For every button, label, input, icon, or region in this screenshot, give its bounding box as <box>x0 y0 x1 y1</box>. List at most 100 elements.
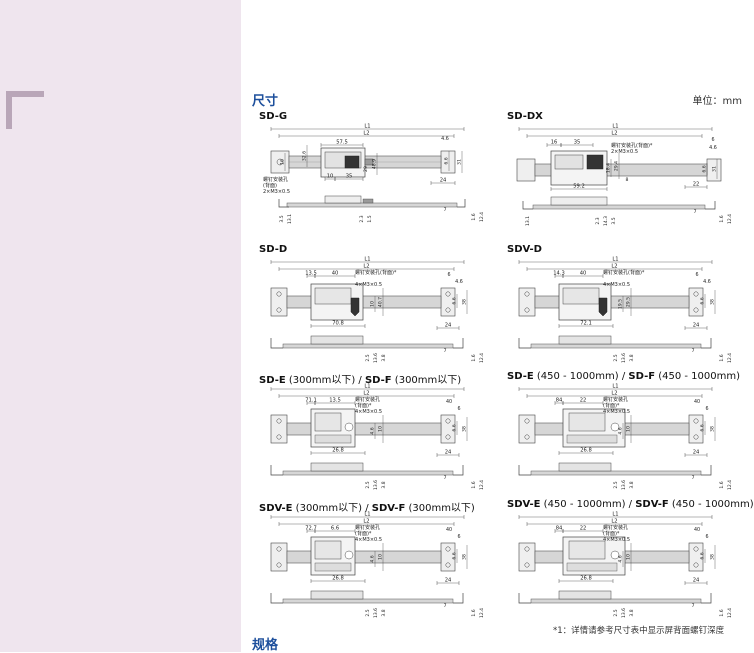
dimension-value: 12.4 <box>479 212 485 222</box>
display-cover <box>598 297 608 317</box>
dimension-value: 12.4 <box>479 353 485 363</box>
dimension-value: 3.8 <box>381 354 387 361</box>
mount-hole <box>445 307 451 313</box>
diagram-title-part: SDV-F <box>371 503 406 514</box>
mount-hole <box>276 158 284 166</box>
dimension-value: 1.6 <box>719 354 725 361</box>
side-view-bar <box>530 343 702 349</box>
diagram-title-part: (450 - 1000mm) / <box>533 371 629 382</box>
dimension-value: 14.3 <box>603 216 609 226</box>
corner-mark-vertical <box>6 91 12 129</box>
display-window <box>314 412 342 432</box>
scale-bar <box>286 295 442 309</box>
display-window <box>554 154 584 170</box>
end-bracket <box>270 287 288 317</box>
section-title-specs: 规格 <box>252 638 279 653</box>
diagram-title-part: SDV-E <box>507 499 541 510</box>
annotation-text: 螺钉安装孔 <box>355 396 380 403</box>
side-view-head <box>310 590 364 600</box>
diagram-title-part: SD-F <box>628 371 656 382</box>
dimension-value: 1.5 <box>367 215 373 222</box>
annotation-text: (背面)* <box>355 530 372 537</box>
diagram-title-part: SDV-F <box>635 499 669 510</box>
dimension-value: 40.7 <box>378 297 384 307</box>
diagram-title-part: (450 - 1000mm) <box>668 499 754 510</box>
end-bracket <box>518 287 536 317</box>
dimension-value: 38 <box>710 299 716 305</box>
side-view-head <box>558 335 612 345</box>
mount-hole <box>276 418 282 424</box>
dimension-value: 59.2 <box>573 184 585 190</box>
dimension-value: 24 <box>693 578 700 584</box>
dimension-value: 6.6 <box>452 424 458 431</box>
connector <box>364 158 374 166</box>
dimension-value: 57.5 <box>336 140 348 146</box>
side-view-bracket <box>270 593 283 604</box>
dimension-value: 2.3 <box>359 215 365 222</box>
dimension-value: 6 <box>447 272 450 278</box>
dimension-value: 38 <box>710 554 716 560</box>
dimension-value: 72.7 <box>305 526 317 532</box>
dimension-value: 13.6 <box>621 353 627 363</box>
dimension-value: L2 <box>611 391 617 397</box>
side-view-bar <box>282 470 454 476</box>
annotation-text: (背面) <box>263 182 277 189</box>
dimension-value: 3.8 <box>381 481 387 488</box>
dimension-value: 2.5 <box>365 609 371 616</box>
side-view-head <box>558 462 612 472</box>
dimension-value: 12.4 <box>727 608 733 618</box>
dimension-value: 1.6 <box>471 481 477 488</box>
side-view-bracket <box>701 338 712 349</box>
dimension-value: 35 <box>346 174 353 180</box>
mount-hole <box>276 291 282 297</box>
dimension-value: 40 <box>332 271 339 277</box>
dimension-value: 4.6 <box>441 136 449 142</box>
dimension-value: 38 <box>462 554 468 560</box>
dimension-value: 84 <box>556 398 563 404</box>
dimension-value: 1.6 <box>719 215 725 222</box>
display-window <box>314 540 342 560</box>
dimension-value: 7 <box>444 207 447 213</box>
dimension-value: 13.1 <box>287 214 293 224</box>
dimension-value: 6 <box>711 137 714 143</box>
side-view-bracket <box>453 465 464 476</box>
side-view-bar <box>286 202 458 208</box>
annotation-text: 螺钉安装孔(背面)* <box>603 269 645 276</box>
annotation-text: 4×M3×0.5 <box>603 409 630 415</box>
dimension-value: 12.4 <box>479 608 485 618</box>
diagram-title: SD-E (450 - 1000mm) / SD-F (450 - 1000mm… <box>507 371 740 382</box>
diagram-title-part: SD-E <box>507 371 534 382</box>
corner-mark <box>6 91 44 97</box>
dimension-value: 38 <box>462 299 468 305</box>
annotation-text: 4×M3×0.5 <box>603 537 630 543</box>
diagram-title: SDV-E (450 - 1000mm) / SDV-F (450 - 1000… <box>507 499 754 510</box>
diagram-title: SDV-E (300mm以下) / SDV-F (300mm以下) <box>259 499 475 514</box>
dimension-value: 22 <box>580 398 587 404</box>
dimension-value: 16 <box>551 140 558 146</box>
dimension-value: 10 <box>327 174 334 180</box>
mount-hole <box>276 307 282 313</box>
button-row <box>566 434 618 444</box>
dimension-value: 6 <box>457 534 460 540</box>
dimension-value: 6.6 <box>700 552 706 559</box>
dimension-value: 2.3 <box>595 217 601 224</box>
diagram-title-part: SD-G <box>259 111 288 122</box>
dimension-value: L2 <box>363 519 369 525</box>
panel-sdv-e-1000: SDV-E (450 - 1000mm) / SDV-F (450 - 1000… <box>507 499 754 618</box>
mount-hole <box>693 307 699 313</box>
annotation-text: 4×M3×0.5 <box>355 537 382 543</box>
dimension-value: L2 <box>363 391 369 397</box>
dimension-value: 48.9 <box>372 159 378 169</box>
dimension-value: 38 <box>710 426 716 432</box>
dimension-value: 6.6 <box>702 165 708 172</box>
diagram-title: SD-DX <box>507 111 543 122</box>
dimension-value: 7 <box>444 475 447 481</box>
side-view-bracket <box>278 199 289 208</box>
side-view-bar <box>530 470 702 476</box>
dimension-value: L1 <box>364 257 370 263</box>
section-title-dimensions: 尺寸 <box>252 94 279 109</box>
